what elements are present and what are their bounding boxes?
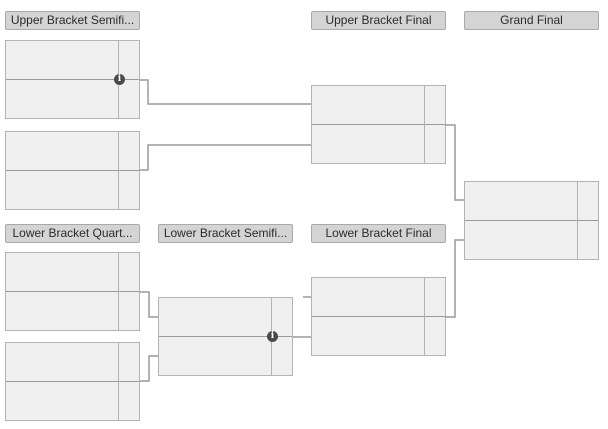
team-slot-1[interactable] [312,278,445,317]
match-upper-semifinal-2[interactable] [5,131,140,210]
connector-usf1-to-ubf [140,79,311,105]
round-header-lower-final: Lower Bracket Final [311,224,446,243]
team-slot-1[interactable] [6,132,139,171]
info-icon[interactable]: i [114,74,125,85]
score-column [424,86,445,163]
connector-usf2-to-ubf [140,144,311,171]
connector-ubf-to-gf [445,124,465,201]
match-grand-final[interactable] [464,181,599,260]
match-lower-final[interactable] [311,277,446,356]
match-lower-quarterfinal-1[interactable] [5,252,140,331]
round-header-lower-semifinal: Lower Bracket Semifi... [158,224,293,243]
info-icon[interactable]: i [267,331,278,342]
score-column [118,132,139,209]
team-slot-1[interactable] [6,343,139,382]
score-column [424,278,445,355]
score-column [118,253,139,330]
match-upper-semifinal-1[interactable] [5,40,140,119]
connector-lf-to-gf [445,239,465,318]
team-slot-1[interactable] [6,253,139,292]
connector-lqf2-to-lsf [140,355,158,382]
round-header-lower-quarterfinal: Lower Bracket Quart... [5,224,140,243]
match-lower-semifinal[interactable] [158,297,293,376]
team-slot-1[interactable] [6,41,139,80]
connector-lqf1-to-lsf [140,291,158,318]
round-header-upper-semifinal: Upper Bracket Semifi... [5,11,140,30]
score-column [577,182,598,259]
team-slot-1[interactable] [465,182,598,221]
match-lower-quarterfinal-2[interactable] [5,342,140,421]
team-slot-1[interactable] [312,86,445,125]
round-header-grand-final: Grand Final [464,11,599,30]
team-slot-1[interactable] [159,298,292,337]
match-upper-final[interactable] [311,85,446,164]
round-header-upper-final: Upper Bracket Final [311,11,446,30]
score-column [118,343,139,420]
